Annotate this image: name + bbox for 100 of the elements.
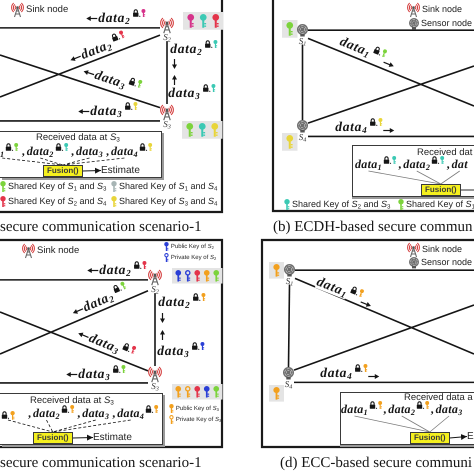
dashed-line	[8, 420, 54, 432]
comma: ,	[28, 407, 31, 420]
sensor-node	[284, 264, 295, 284]
dashed-line	[52, 420, 132, 432]
dashed-line	[40, 158, 64, 166]
edge-label: data$_{3}$	[90, 104, 122, 118]
connector-line	[0, 290, 148, 355]
legend-label: Sink node	[422, 4, 462, 15]
edge-label: data$_{4}$	[320, 366, 352, 380]
math-term: data$_{1}$	[355, 158, 382, 171]
connector-line	[0, 382, 148, 384]
dashed-line	[62, 158, 125, 166]
connector-line	[0, 27, 160, 29]
comma: ,	[71, 145, 74, 158]
connector-line	[354, 416, 430, 432]
data-box	[340, 392, 474, 445]
legend-label: Sink node	[26, 4, 68, 16]
math-term: data$_{2}$	[403, 158, 430, 171]
function-box: Fusion()	[43, 165, 83, 177]
math-term: 1	[0, 145, 4, 158]
node-label: S$_{3}$	[163, 120, 171, 128]
edge-label: data$_{3}$	[78, 367, 110, 381]
connector-line	[288, 284, 290, 368]
output-label: E	[467, 431, 474, 442]
comma: ,	[446, 158, 450, 171]
connector-line	[308, 38, 474, 107]
arrow	[449, 434, 468, 440]
output-label: Estimate	[93, 432, 132, 443]
math-term: data$_{4}$	[117, 407, 144, 420]
antenna-node	[160, 104, 174, 128]
connector-line	[416, 170, 442, 184]
legend-label: Sensor node	[421, 18, 472, 30]
comma: ,	[430, 403, 434, 416]
legend-label: Shared Key of S$_{1}$ and S$_{4}$	[119, 181, 218, 192]
sensor-node	[283, 367, 294, 388]
connector-line	[302, 44, 304, 120]
math-term: data$_{3}$	[436, 403, 463, 416]
comma: ,	[398, 158, 402, 171]
box-heading: Received data at S$_{3}$	[36, 133, 120, 143]
node-label: S$_{1}$	[298, 36, 306, 44]
legend-label: Sink node	[37, 244, 80, 256]
comma: ,	[112, 407, 116, 420]
caption: (b) ECDH-based secure commun	[273, 219, 473, 236]
box-heading: Received dat	[417, 148, 472, 158]
edge-label: data$_{2}$	[98, 11, 130, 25]
legend-label: Shared Key of S$_{3}$ and S$_{4}$	[119, 196, 218, 207]
math-term: dat	[452, 158, 468, 171]
legend-label: Shared Key of S$_{2}$ and S$_{3}$	[292, 199, 390, 210]
connector-line	[0, 279, 148, 281]
data-box	[0, 131, 162, 178]
connector-line	[401, 416, 430, 432]
data-box	[0, 393, 163, 445]
math-term: data$_{3}$	[82, 407, 110, 420]
sensor-node	[297, 24, 308, 44]
dashed-line	[46, 420, 54, 432]
connector-line	[308, 65, 474, 124]
output-label: Estimate	[101, 165, 140, 176]
node-label: S$_{2}$	[151, 285, 159, 294]
sensor-node	[297, 120, 308, 140]
legend-label: Sensor node	[421, 257, 472, 268]
node-label: S$_{4}$	[298, 132, 306, 140]
legend-label: Sink node	[422, 244, 462, 255]
dashed-line	[52, 420, 96, 432]
edge-label: data$_{4}$	[335, 120, 368, 134]
connector-line	[429, 416, 450, 432]
arrow	[82, 168, 102, 174]
node-label: S$_{4}$	[284, 380, 292, 388]
box-heading: Received data at S$_{3}$	[30, 396, 114, 406]
edge-label: data$_{2}$	[170, 42, 202, 56]
caption: (d) ECC-based secure communi	[280, 455, 472, 472]
connector-line	[308, 136, 474, 138]
connector-line	[0, 34, 160, 98]
data-box	[352, 145, 474, 197]
connector-line	[294, 382, 474, 384]
comma: ,	[106, 145, 109, 158]
antenna-node	[148, 366, 162, 390]
box-heading: Received data a	[404, 393, 473, 403]
math-term: data$_{3}$	[76, 145, 103, 158]
math-term: data$_{2}$	[33, 407, 60, 420]
math-label: data$_{3}$	[157, 344, 190, 358]
edge-label: data$_{2}$	[99, 263, 132, 277]
edge-label: data$_{2}$	[158, 295, 190, 309]
connector-line	[0, 311, 148, 372]
connector-line	[295, 269, 474, 271]
connector-line	[0, 54, 160, 108]
math-label: data$_{3}$	[168, 86, 200, 100]
node-label: S$_{1}$	[286, 276, 294, 284]
connector-line	[294, 278, 474, 355]
node-label: S$_{2}$	[163, 33, 171, 42]
dashed-line	[62, 158, 90, 166]
antenna-node	[160, 17, 174, 42]
legend-label: Shared Key of S$_{1}$ and S$_{3}$	[8, 181, 106, 192]
math-term: data$_{1}$	[341, 403, 368, 416]
connector-line	[368, 170, 442, 184]
math-term: data$_{2}$	[26, 145, 54, 158]
lock-and-key-icon	[1, 411, 15, 420]
connector-line	[166, 41, 168, 104]
function-box: Fusion()	[421, 184, 461, 196]
connector-line	[0, 120, 160, 122]
comma: ,	[383, 403, 386, 416]
